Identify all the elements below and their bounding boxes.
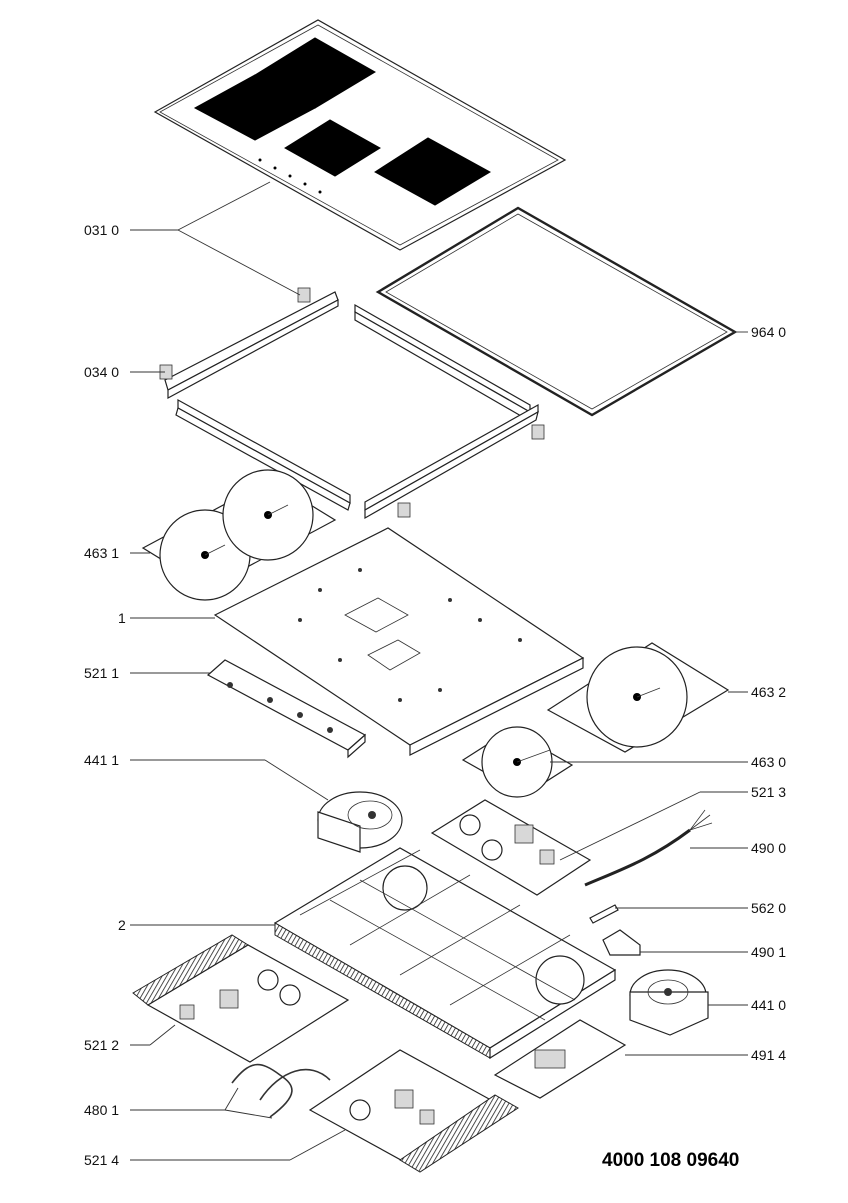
base-plate	[213, 527, 585, 756]
callout-491-4: 491 4	[751, 1047, 787, 1063]
dual-coil-plate	[141, 469, 337, 601]
cooling-fan-left	[317, 791, 403, 853]
callout-964-0: 964 0	[751, 324, 787, 340]
power-cable	[584, 809, 713, 887]
large-coil-plate	[546, 642, 730, 753]
frame-rails	[159, 287, 545, 520]
cable-clamp	[602, 929, 641, 956]
fuse	[589, 904, 619, 924]
cooling-fan-right	[629, 969, 709, 1036]
small-coil-plate	[461, 726, 574, 798]
callout-480-1: 480 1	[84, 1102, 120, 1118]
power-board-right	[430, 799, 592, 896]
bottom-housing	[273, 847, 617, 1060]
wire-links	[231, 1063, 331, 1118]
callout-521-4: 521 4	[84, 1152, 120, 1168]
glass-top-plate	[153, 19, 567, 251]
callout-034-0: 034 0	[84, 364, 120, 380]
callout-521-3: 521 3	[751, 784, 787, 800]
callout-490-1: 490 1	[751, 944, 787, 960]
callout-463-0: 463 0	[751, 754, 787, 770]
callout-521-1: 521 1	[84, 665, 120, 681]
seal-gasket	[375, 206, 738, 417]
callout-441-0: 441 0	[751, 997, 787, 1013]
control-board	[206, 659, 367, 759]
callout-031-0: 031 0	[84, 222, 120, 238]
power-board-bottom	[308, 1049, 519, 1173]
leader-lines	[130, 181, 748, 1161]
callout-441-1: 441 1	[84, 752, 120, 768]
power-board-left	[132, 934, 350, 1063]
callout-521-2: 521 2	[84, 1037, 120, 1053]
callout-463-2: 463 2	[751, 684, 787, 700]
filter-board	[493, 1019, 627, 1099]
callout-2: 2	[118, 917, 126, 933]
document-number: 4000 108 09640	[602, 1150, 740, 1171]
callout-1: 1	[118, 610, 126, 626]
callout-490-0: 490 0	[751, 840, 787, 856]
callout-562-0: 562 0	[751, 900, 787, 916]
callout-463-1: 463 1	[84, 545, 120, 561]
